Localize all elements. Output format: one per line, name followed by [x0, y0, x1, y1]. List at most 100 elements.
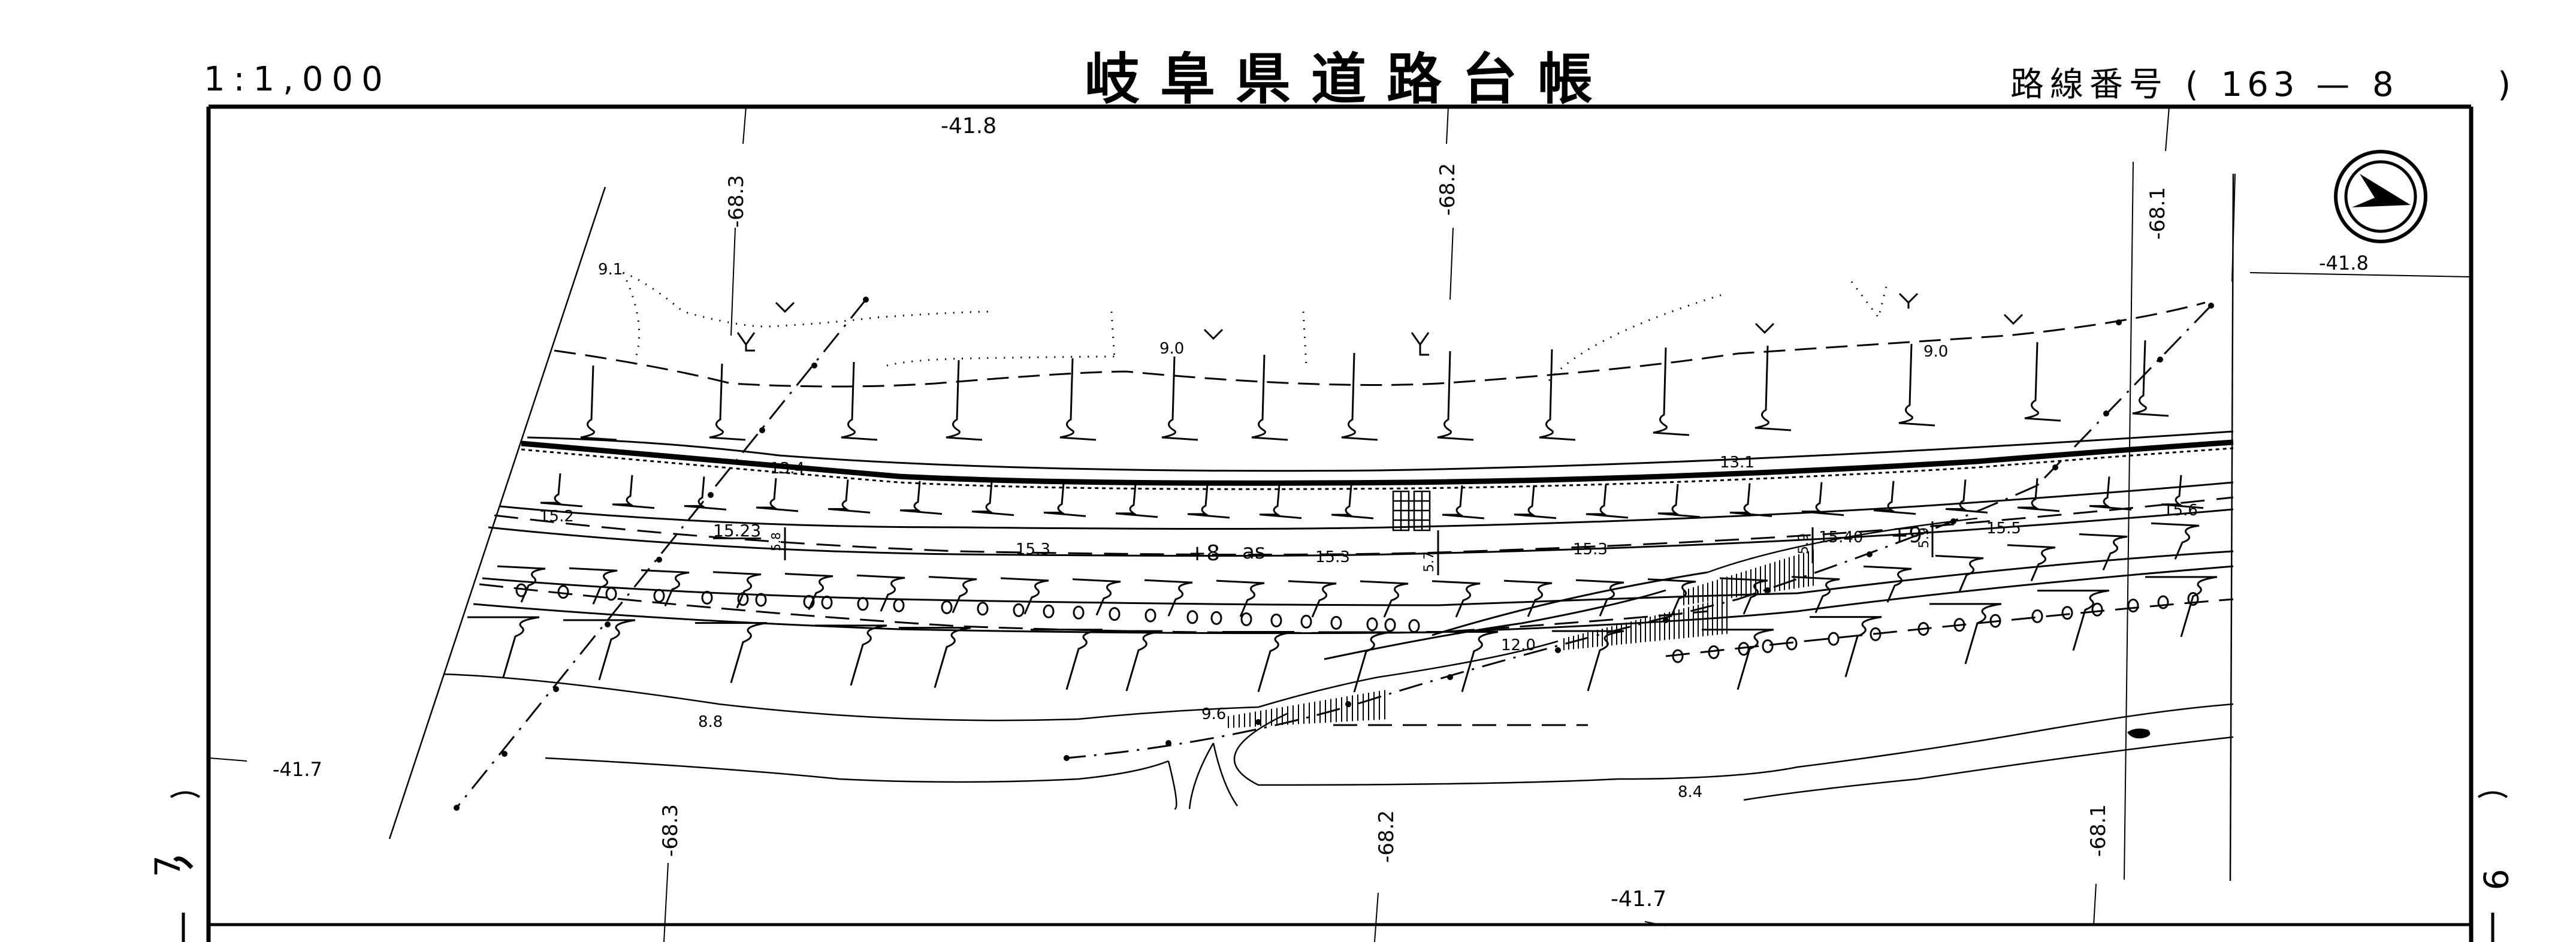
slope-symbol — [1259, 485, 1302, 520]
route-open-paren: ( — [2185, 65, 2204, 104]
road-width-label: 5.7 — [1422, 551, 1437, 572]
slope-symbol — [1539, 349, 1576, 441]
elevation-label: 9.6 — [1201, 705, 1226, 723]
grid-label-north-bottom-3: -68.1 — [2086, 804, 2110, 857]
survey-dot — [454, 805, 460, 811]
slope-symbol — [946, 360, 983, 441]
slope-symbol — [1657, 484, 1701, 518]
tree-symbol — [653, 588, 665, 603]
debris-mark — [2127, 728, 2151, 739]
slope-symbol — [1586, 484, 1629, 519]
slope-symbol — [1873, 481, 1916, 515]
map-title: 岐阜県道路台帳 — [1085, 47, 1614, 111]
slope-symbol — [1552, 630, 1624, 692]
slope-symbol — [1187, 484, 1230, 519]
survey-dot — [708, 492, 714, 498]
tree-symbol — [1672, 649, 1684, 663]
tree-symbol — [2187, 591, 2199, 606]
slope-symbol — [2037, 590, 2110, 651]
elevation-label: 15.3 — [1315, 548, 1350, 566]
slope-symbol — [856, 574, 905, 612]
slope-symbol — [1000, 577, 1049, 615]
elevation-label: 15.40 — [1819, 529, 1863, 547]
survey-dot — [1950, 518, 1956, 524]
slope-symbol — [1288, 580, 1337, 618]
elevation-label: 15.2 — [539, 508, 574, 526]
tree-symbol — [941, 600, 953, 614]
tree-symbol — [893, 598, 905, 612]
slope-symbol — [563, 619, 636, 681]
slope-symbol — [641, 569, 690, 607]
slope-symbol — [1059, 358, 1097, 441]
slope-symbol — [695, 622, 768, 683]
elevation-label: 9.1 — [598, 261, 623, 279]
survey-dot — [1867, 551, 1873, 557]
road-edges — [473, 430, 2234, 660]
station-mark: +8 — [1188, 541, 1220, 566]
tree-symbol — [1408, 619, 1420, 633]
sheet-margin-right — [2477, 791, 2508, 942]
slope-symbol — [540, 473, 583, 508]
slope-symbol — [1935, 555, 1984, 593]
survey-dot — [656, 557, 662, 563]
tree-symbol — [1013, 603, 1025, 617]
tree-symbol — [1330, 615, 1342, 630]
tree-symbol — [737, 592, 749, 606]
slope-symbol — [1360, 580, 1409, 618]
map-scale: 1:1,000 — [204, 60, 391, 99]
slope-symbol — [1702, 629, 1774, 690]
slope-symbol — [1503, 579, 1553, 617]
slope-symbol — [2132, 340, 2169, 417]
slope-symbol — [1653, 347, 1690, 436]
slope-symbol — [928, 576, 977, 614]
tree-symbol — [1300, 614, 1312, 629]
survey-dot — [1765, 587, 1771, 593]
slope-symbol — [1331, 485, 1374, 520]
slope-symbol — [1043, 483, 1086, 517]
grid-label-north-top-1: -68.3 — [724, 175, 748, 228]
slope-symbol — [1115, 484, 1158, 518]
slope-symbol — [841, 361, 878, 441]
terrain-lines — [443, 517, 2234, 810]
tree-symbol — [1953, 618, 1965, 632]
grid-label-north-bottom-1: -68.3 — [659, 804, 682, 857]
slope-symbol — [2151, 522, 2200, 560]
slope-symbol — [815, 624, 887, 686]
tree-symbol — [1270, 613, 1282, 627]
elevation-label: 13.1 — [1720, 454, 1754, 472]
slope-symbol — [1437, 351, 1474, 441]
tree-symbols — [515, 583, 2199, 663]
tree-symbol — [1144, 608, 1156, 623]
grid-label-top: -41.8 — [941, 114, 996, 138]
tree-symbol — [515, 583, 527, 597]
sheet-right-number: 9 — [2475, 869, 2514, 890]
grid-label-north-bottom-2: -68.2 — [1375, 810, 1399, 863]
tree-symbol — [1870, 627, 1882, 641]
slope-symbol — [712, 571, 762, 609]
survey-dot — [605, 621, 611, 627]
elevation-label: 12.0 — [1501, 636, 1536, 654]
slope-symbol — [2161, 475, 2204, 509]
slope-symbol — [1341, 352, 1378, 441]
map-frame — [206, 104, 2474, 942]
route-dash: — — [2316, 65, 2356, 104]
slope-symbol — [1432, 580, 1481, 618]
grid-label-right: -41.8 — [2319, 252, 2369, 274]
survey-control-lines — [455, 299, 2212, 808]
survey-dot — [553, 686, 559, 692]
road-width-label: 5.9 — [1796, 533, 1811, 554]
slope-symbol — [2079, 533, 2128, 571]
grid-label-north-top-2: -68.2 — [1436, 163, 1460, 216]
ground-line-upper — [554, 301, 2206, 388]
tree-symbol — [1210, 611, 1222, 625]
elevation-label: 15.3 — [1573, 541, 1608, 558]
tree-symbol — [1762, 639, 1774, 653]
tree-symbol — [2061, 606, 2073, 620]
survey-point — [2116, 319, 2122, 325]
slope-symbol — [1216, 579, 1265, 617]
slope-symbol — [709, 363, 746, 441]
slope-symbol — [1426, 631, 1499, 692]
grid-label-bottom: -41.7 — [1611, 887, 1666, 911]
elevation-label: 15.3 — [1016, 541, 1050, 558]
